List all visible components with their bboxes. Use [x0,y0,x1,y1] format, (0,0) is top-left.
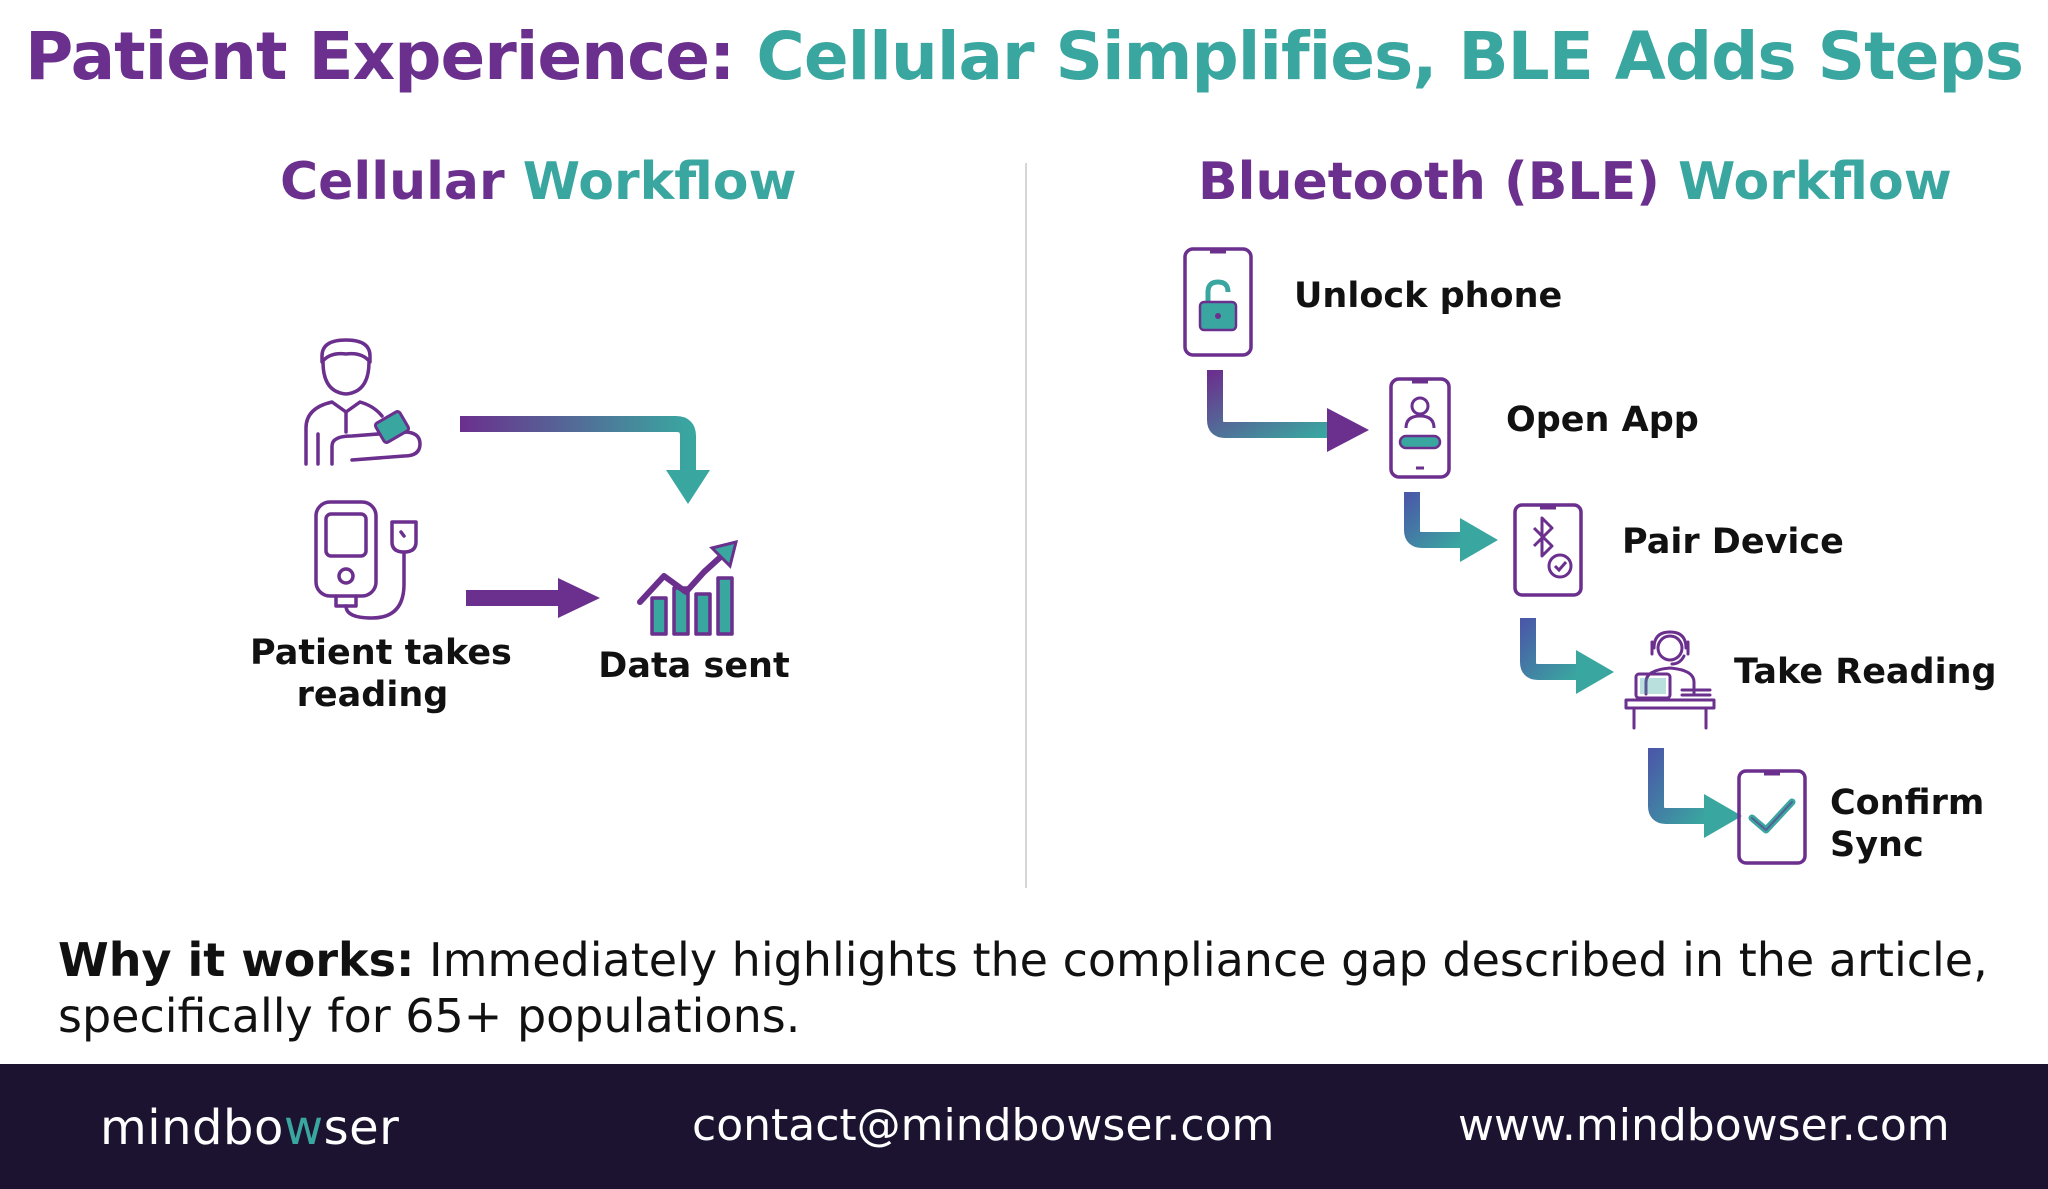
section-divider [1025,163,1027,888]
title-part-2: Cellular Simplifies, BLE Adds Steps [756,18,2024,95]
why-it-works-body: Immediately highlights the compliance ga… [58,933,1988,1043]
ble-step-5-label: Confirm Sync [1830,783,1985,865]
person-at-desk-icon [1624,630,1716,730]
ble-arrow-3 [1520,618,1614,694]
footer-bar: mindbowser contact@mindbowser.com www.mi… [0,1064,2048,1189]
ble-arrow-1 [1207,370,1369,452]
ble-arrow-2 [1404,492,1498,562]
cellular-arrow-to-data [460,416,710,504]
ble-section-title: Bluetooth (BLE) Workflow [1198,152,1952,212]
ble-step-2-label: Open App [1506,400,1699,440]
data-sent-label: Data sent [598,646,790,686]
data-growth-chart-icon [637,540,739,636]
title-part-1: Patient Experience: [24,18,735,95]
page-title: Patient Experience: Cellular Simplifies,… [0,18,2048,95]
ble-step-4-label: Take Reading [1734,652,1997,692]
unlock-phone-icon [1183,247,1253,357]
why-it-works-lead: Why it works: [58,933,415,987]
cellular-arrow-device-to-data [466,578,600,618]
mindbowser-logo[interactable]: mindbowser [100,1100,400,1156]
website-link[interactable]: www.mindbowser.com [1458,1100,1950,1151]
bluetooth-phone-icon [1513,503,1583,597]
contact-email-link[interactable]: contact@mindbowser.com [692,1100,1275,1151]
why-it-works-text: Why it works: Immediately highlights the… [58,932,2018,1044]
checkmark-clipboard-icon [1737,769,1807,865]
phone-app-icon [1389,377,1451,479]
ble-step-1-label: Unlock phone [1294,276,1563,316]
glucose-meter-icon [314,500,418,620]
cellular-section-title: Cellular Workflow [280,152,797,212]
patient-blood-pressure-icon [304,338,422,466]
ble-arrow-4 [1648,748,1742,838]
ble-step-3-label: Pair Device [1622,522,1844,562]
patient-takes-reading-label: Patient takes reading [250,633,512,715]
